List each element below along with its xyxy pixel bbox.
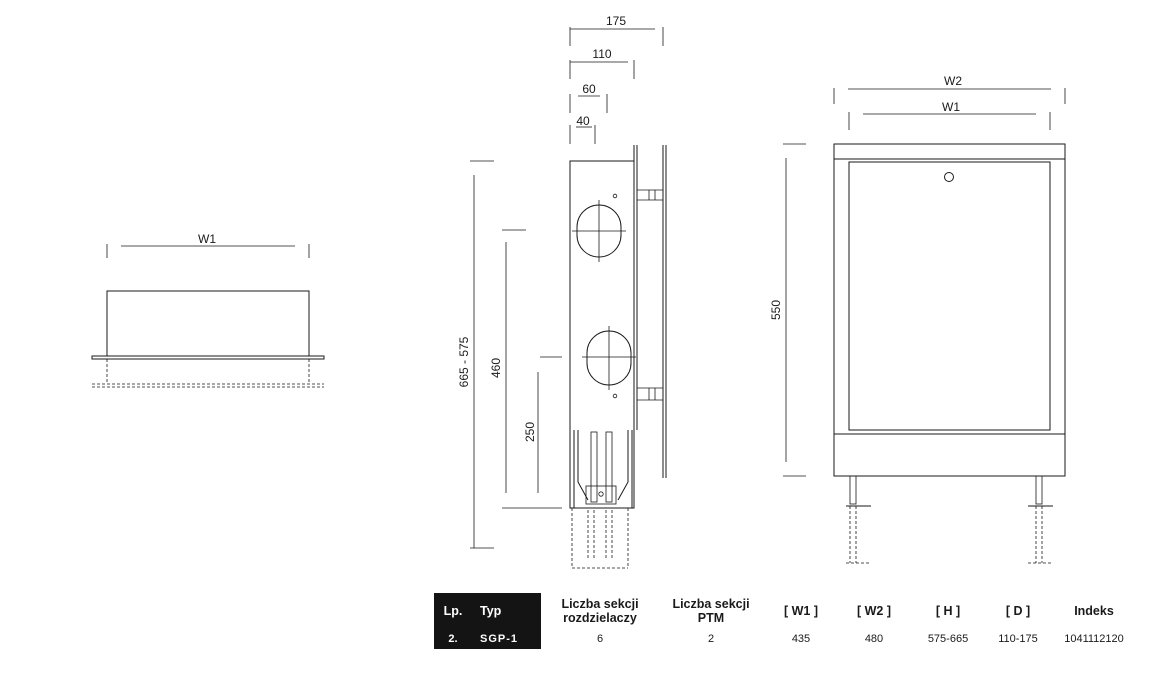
table-row: 2. SGP-1 6 2 435 480 575-665 110-175 104… [434,629,1139,649]
depth-dimensions: 175 110 60 40 [569,14,664,144]
height-460-label: 460 [489,358,503,378]
front-w2-label: W2 [944,74,962,88]
header-lp: Lp. [434,593,472,629]
front-w1-label: W1 [942,100,960,114]
depth-110-label: 110 [592,47,611,61]
side-body [569,160,635,509]
header-w1: [ W1 ] [783,604,819,618]
front-height-label: 550 [769,300,783,320]
cell-rozdzielacze: 6 [596,633,604,645]
header-indeks: Indeks [1074,604,1114,618]
header-typ: Typ [472,593,541,629]
top-view: W1 [91,232,325,388]
header-rozdzielacze-line2: rozdzielaczy [563,611,637,625]
height-dimensions: 665 - 575 460 250 [457,160,562,549]
adjustable-foot [571,430,633,569]
cell-indeks: 1041112120 [1064,633,1124,645]
header-h: [ H ] [935,604,961,618]
header-d: [ D ] [1005,604,1031,618]
top-view-w1-label: W1 [198,232,216,246]
depth-40-label: 40 [576,114,590,128]
front-door [848,161,1051,431]
front-legs [846,475,1053,564]
cell-w1: 435 [791,633,811,645]
cell-lp: 2. [434,629,472,649]
top-view-w1-dimension: W1 [106,232,310,258]
cell-ptm: 2 [707,633,715,645]
depth-175-label: 175 [606,14,626,28]
depth-60-label: 60 [582,82,596,96]
header-w2: [ W2 ] [856,604,892,618]
cell-typ: SGP-1 [472,629,541,649]
header-ptm-line2: PTM [697,611,725,625]
height-250-label: 250 [523,422,537,442]
side-view: 175 110 60 40 665 - 575 460 250 [457,14,667,569]
door-lock [944,172,954,182]
front-height-dimension: 550 [769,143,806,477]
front-frame-top [91,355,325,360]
cell-d: 110-175 [998,633,1038,645]
front-width-dimensions: W2 W1 [833,74,1066,130]
cell-w2: 480 [864,633,884,645]
header-ptm-line1: Liczba sekcji [672,597,750,611]
front-frame [833,143,1066,477]
header-rozdzielacze-line1: Liczba sekcji [561,597,639,611]
cell-h: 575-665 [927,633,969,645]
pipe-openings [572,200,636,390]
mounting-brackets [612,189,663,401]
cabinet-body-top [106,290,310,357]
height-total-label: 665 - 575 [457,336,471,387]
front-view: W2 W1 550 [769,74,1066,564]
